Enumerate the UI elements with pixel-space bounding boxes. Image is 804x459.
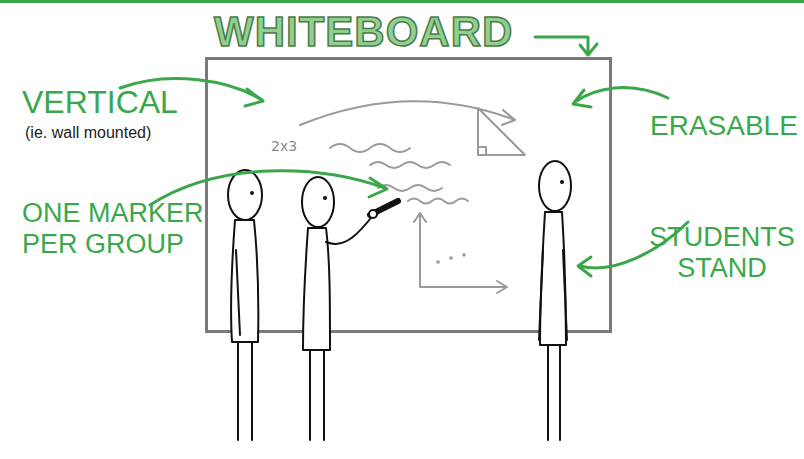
callout-label: STUDENTS STAND (640, 222, 804, 284)
callout-label: (ie. wall mounted) (25, 124, 225, 142)
figure-head (228, 170, 262, 220)
eye (323, 196, 327, 200)
eye (250, 191, 254, 195)
figure-limbs (236, 250, 252, 440)
title-arrow (535, 37, 597, 55)
callout-label: ERASABLE (650, 110, 804, 142)
figure-body (303, 228, 330, 350)
diagram-title: WHITEBOARD (214, 8, 513, 56)
figure-body (231, 220, 258, 342)
dot (462, 253, 466, 257)
title-arrow-head (580, 44, 597, 55)
figure-limbs (539, 250, 567, 440)
figure-body (540, 212, 566, 345)
callout-label: ONE MARKER PER GROUP (22, 198, 222, 260)
hand (369, 210, 377, 218)
board-text: 2x3 (271, 138, 297, 154)
top-rule (0, 0, 804, 3)
eye (560, 180, 564, 184)
figure-head (539, 161, 571, 211)
callout-label: VERTICAL (22, 84, 222, 121)
dot (436, 260, 440, 264)
figure-head (302, 177, 334, 227)
dot (449, 256, 453, 260)
